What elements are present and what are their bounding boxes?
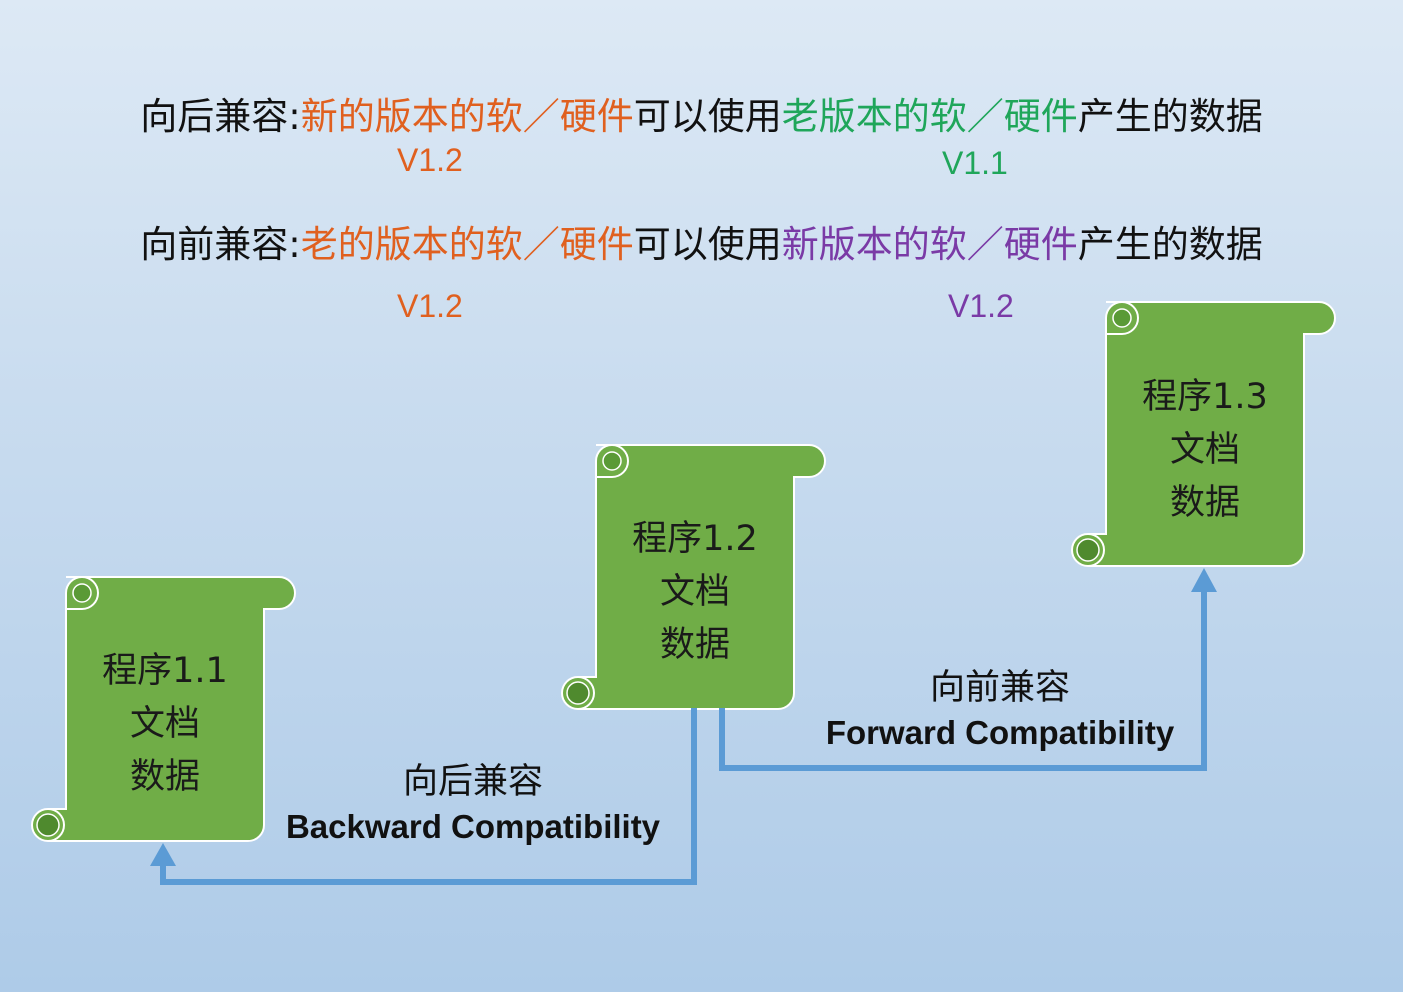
scroll-2-doc: 文档 — [659, 572, 730, 612]
backward-arrowhead — [150, 843, 176, 866]
backward-produced-data: 产生的数据 — [1077, 95, 1263, 138]
forward-produced-data: 产生的数据 — [1077, 223, 1263, 266]
forward-old-version: V1.2 — [397, 288, 463, 324]
scroll-1-data: 数据 — [129, 757, 200, 797]
scroll-1-program: 程序1.1 — [102, 651, 228, 691]
scroll-3-program: 程序1.3 — [1142, 377, 1268, 417]
scroll-3-text: 程序1.3 文档 数据 — [1106, 371, 1304, 530]
forward-new-software: 新版本的软／硬件 — [781, 223, 1078, 266]
scroll-2 — [561, 444, 826, 710]
forward-arrowhead — [1191, 568, 1217, 592]
scroll-2-data: 数据 — [659, 625, 730, 665]
forward-definition: 向前兼容:老的版本的软／硬件可以使用新版本的软／硬件产生的数据 — [0, 214, 1403, 268]
forward-definition-label: 向前兼容: — [140, 223, 301, 266]
backward-old-version: V1.1 — [942, 145, 1008, 181]
scroll-2-program: 程序1.2 — [632, 519, 758, 559]
scroll-2-text: 程序1.2 文档 数据 — [596, 513, 794, 672]
backward-new-software: 新的版本的软／硬件 — [300, 95, 634, 138]
scroll-3-doc: 文档 — [1169, 430, 1240, 470]
backward-definition: 向后兼容:新的版本的软／硬件可以使用老版本的软／硬件产生的数据 — [0, 86, 1403, 140]
scroll-1-doc: 文档 — [129, 704, 200, 744]
forward-old-software: 老的版本的软／硬件 — [300, 223, 634, 266]
forward-arrow — [719, 590, 1207, 771]
forward-label-en: Forward Compatibility — [825, 714, 1175, 751]
backward-label: 向后兼容 Backward Compatibility — [270, 758, 676, 848]
forward-can-use: 可以使用 — [633, 223, 782, 266]
forward-new-version: V1.2 — [948, 288, 1014, 324]
scroll-3-data: 数据 — [1169, 483, 1240, 523]
backward-label-en: Backward Compatibility — [285, 808, 661, 845]
scroll-1-text: 程序1.1 文档 数据 — [66, 645, 264, 804]
backward-new-version: V1.2 — [397, 142, 463, 178]
scroll-3 — [1071, 301, 1336, 567]
backward-label-zh: 向后兼容 — [402, 762, 543, 802]
scroll-1 — [31, 576, 296, 842]
forward-label-zh: 向前兼容 — [929, 668, 1070, 708]
backward-old-software: 老版本的软／硬件 — [781, 95, 1078, 138]
backward-can-use: 可以使用 — [633, 95, 782, 138]
forward-label: 向前兼容 Forward Compatibility — [808, 664, 1192, 754]
backward-definition-label: 向后兼容: — [140, 95, 301, 138]
